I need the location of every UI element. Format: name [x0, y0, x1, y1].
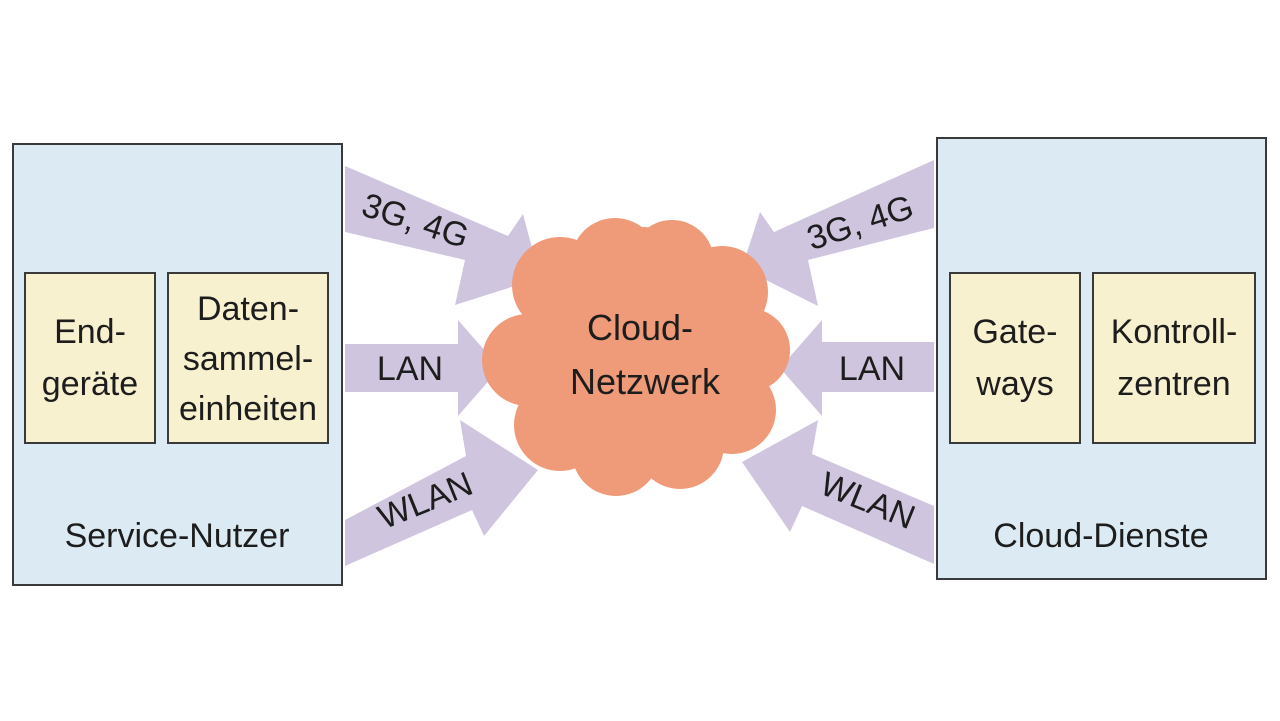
box-gateways-line-1: Gate-	[972, 313, 1057, 351]
arrow-left-middle-label: LAN	[377, 350, 443, 388]
arrow-right-middle-label: LAN	[839, 350, 905, 388]
arrow-left-middle	[345, 320, 500, 416]
box-gateways-line-2: ways	[975, 365, 1053, 403]
box-datensammeleinheiten-line-2: sammel-	[183, 340, 313, 378]
arrow-right-middle	[780, 320, 934, 416]
box-endgeraete	[24, 272, 156, 444]
arrow-right-bottom	[742, 420, 934, 564]
box-kontrollzentren-line-1: Kontroll-	[1111, 313, 1238, 351]
arrow-left-top	[345, 166, 540, 305]
arrow-right-top	[742, 160, 934, 306]
box-kontrollzentren-line-2: zentren	[1117, 365, 1230, 403]
box-kontrollzentren	[1092, 272, 1256, 444]
box-datensammeleinheiten-line-3: einheiten	[179, 390, 317, 428]
right-panel-caption: Cloud-Dienste	[993, 517, 1208, 555]
box-endgeraete-line-2: geräte	[42, 365, 138, 403]
box-gateways	[949, 272, 1081, 444]
box-endgeraete-line-1: End-	[54, 313, 126, 351]
box-datensammeleinheiten	[167, 272, 329, 444]
box-datensammeleinheiten-line-1: Daten-	[197, 290, 299, 328]
left-panel-caption: Service-Nutzer	[65, 517, 290, 555]
cloud-label-line-2: Netzwerk	[570, 361, 721, 402]
arrow-left-bottom	[345, 420, 538, 566]
cloud-shape	[482, 218, 790, 496]
cloud-label-line-1: Cloud-	[587, 307, 693, 348]
